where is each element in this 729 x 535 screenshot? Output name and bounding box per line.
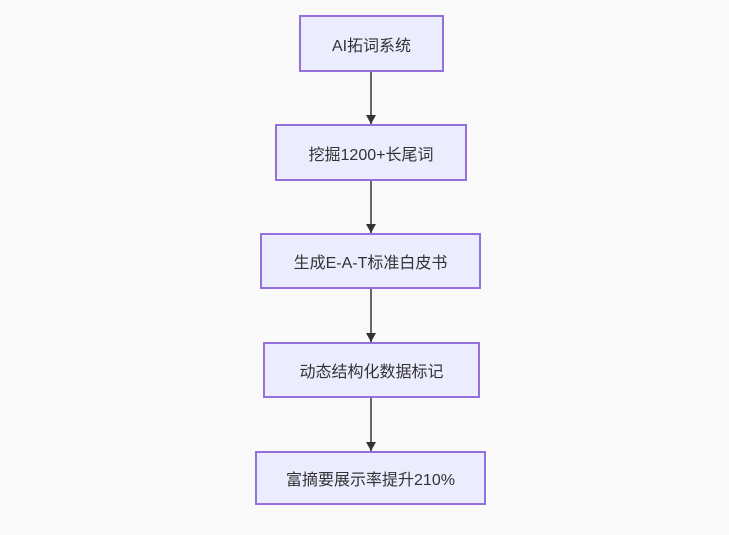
arrowhead-down-icon bbox=[366, 115, 376, 124]
flow-node-ai-keyword-system: AI拓词系统 bbox=[299, 15, 444, 72]
arrow-line bbox=[370, 181, 372, 233]
arrowhead-down-icon bbox=[366, 224, 376, 233]
flow-node-label: 生成E-A-T标准白皮书 bbox=[293, 255, 448, 272]
flow-node-label: AI拓词系统 bbox=[331, 37, 412, 55]
arrow-line bbox=[370, 398, 372, 451]
flow-node-structured-data-markup: 动态结构化数据标记 bbox=[263, 342, 480, 398]
arrowhead-down-icon bbox=[366, 333, 376, 342]
flow-node-label: 挖掘1200+长尾词 bbox=[308, 146, 434, 164]
flow-node-label: 动态结构化数据标记 bbox=[299, 364, 444, 381]
flow-node-eat-whitepaper: 生成E-A-T标准白皮书 bbox=[260, 233, 481, 289]
arrow-line bbox=[370, 72, 372, 124]
flow-node-label: 富摘要展示率提升210% bbox=[286, 472, 455, 489]
arrowhead-down-icon bbox=[366, 442, 376, 451]
flow-node-rich-snippet-rate: 富摘要展示率提升210% bbox=[255, 451, 486, 505]
flow-arrow-2 bbox=[365, 181, 377, 233]
flow-arrow-1 bbox=[365, 72, 377, 124]
flow-arrow-4 bbox=[365, 398, 377, 451]
flow-node-longtail-mining: 挖掘1200+长尾词 bbox=[275, 124, 467, 181]
arrow-line bbox=[370, 289, 372, 342]
flow-arrow-3 bbox=[365, 289, 377, 342]
